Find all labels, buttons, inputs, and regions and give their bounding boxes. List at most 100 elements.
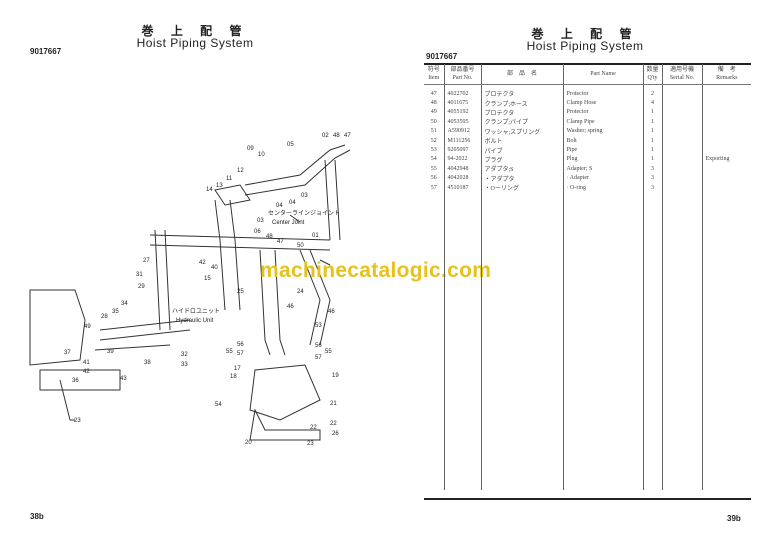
table-cell xyxy=(701,173,751,183)
table-cell: A590912 xyxy=(443,126,481,136)
callout-number: 42 xyxy=(83,369,90,375)
table-cell: 4 xyxy=(642,98,663,108)
table-cell xyxy=(661,126,703,136)
table-cell: 1 xyxy=(642,107,663,118)
header-jp: 部品番号 xyxy=(450,67,475,73)
table-cell: Pipe xyxy=(562,145,643,155)
table-cell: 54 xyxy=(430,156,437,163)
header-en: Part No. xyxy=(452,75,473,81)
table-cell xyxy=(661,164,703,174)
callout-number: 55 xyxy=(325,349,332,355)
leader-line xyxy=(289,214,331,266)
column-header: Part Name xyxy=(562,64,643,85)
left-page-number: 38b xyxy=(30,512,44,521)
table-cell: 47 xyxy=(430,90,437,97)
table-cell: 3 xyxy=(642,173,663,183)
table-cell xyxy=(701,145,751,155)
table-cell: Adapter; S xyxy=(562,164,643,174)
callout-number: 32 xyxy=(181,352,188,358)
table-cell: Washer; spring xyxy=(562,126,643,136)
callout-number: 15 xyxy=(204,276,211,282)
callout-number: 54 xyxy=(215,402,222,408)
callout-number: 49 xyxy=(84,324,91,330)
callout-number: 37 xyxy=(64,350,71,356)
right-page-number: 39b xyxy=(727,514,741,523)
table-cell: プロテクタ xyxy=(480,107,563,118)
callout-number: 01 xyxy=(312,233,319,239)
table-cell: 50 xyxy=(430,118,437,125)
header-jp: 適用号機 xyxy=(670,67,695,73)
callout-number: 17 xyxy=(234,366,241,372)
table-cell xyxy=(661,173,703,183)
table-cell xyxy=(701,135,751,146)
callout-number: 06 xyxy=(254,229,261,235)
table-bottom-rule xyxy=(424,498,751,500)
callout-number: 11 xyxy=(226,176,233,182)
table-cell xyxy=(661,117,703,127)
callout-number: 35 xyxy=(112,309,119,315)
table-cell xyxy=(480,192,563,491)
table-cell: 48 xyxy=(430,100,437,107)
watermark: machinecatalogic.com xyxy=(260,259,492,282)
table-cell xyxy=(424,192,444,490)
header-en: Q'ty xyxy=(647,75,658,81)
table-cell: 1 xyxy=(642,145,663,155)
callout-number: 25 xyxy=(237,289,244,295)
callout-number: 50 xyxy=(297,243,304,249)
table-cell: 55 xyxy=(430,165,437,172)
table-cell: Clamp Pipe xyxy=(562,117,643,127)
table-cell xyxy=(701,192,751,491)
callout-number: 02 xyxy=(322,133,329,139)
pipe-run xyxy=(149,229,331,331)
callout-number: 40 xyxy=(211,265,218,271)
note-center-joint-en: Center Joint xyxy=(272,220,305,226)
table-cell xyxy=(701,126,751,136)
table-cell xyxy=(661,84,703,99)
table-cell xyxy=(642,192,663,491)
callout-number: 36 xyxy=(72,378,79,384)
table-cell: 57 xyxy=(430,184,437,191)
table-cell: 1 xyxy=(642,117,663,127)
table-cell xyxy=(661,192,703,491)
valve-bracket xyxy=(249,408,321,441)
callout-number: 18 xyxy=(230,374,237,380)
table-cell: クランプ;ホース xyxy=(480,98,563,108)
note-center-joint-jp: センターラインジョイント xyxy=(268,211,341,217)
callout-number: 23 xyxy=(307,441,314,447)
frame-leg xyxy=(59,379,75,421)
table-cell: Plug xyxy=(562,154,643,165)
table-cell xyxy=(701,117,751,127)
callout-number: 13 xyxy=(216,183,223,189)
callout-number: 33 xyxy=(181,362,188,368)
callout-number: 04 xyxy=(276,203,283,209)
right-title-en: Hoist Piping System xyxy=(526,39,644,53)
header-jp: 部 品 名 xyxy=(506,71,537,77)
frame-bracket xyxy=(39,369,121,391)
table-cell: 53 xyxy=(430,147,437,154)
callout-number: 53 xyxy=(315,323,322,329)
table-cell xyxy=(661,98,703,108)
callout-number: 41 xyxy=(83,360,90,366)
left-code: 9017667 xyxy=(30,47,62,56)
column-header: 部品番号 Part No. xyxy=(443,64,481,85)
table-cell xyxy=(443,192,481,491)
table-filler-row xyxy=(424,192,751,491)
callout-number: 03 xyxy=(301,193,308,199)
callout-number: 26 xyxy=(332,431,339,437)
callout-number: 24 xyxy=(297,289,304,295)
table-cell xyxy=(661,135,703,146)
callout-number: 19 xyxy=(332,373,339,379)
table-cell: 51 xyxy=(430,128,437,135)
header-jp: 数量 xyxy=(646,67,659,73)
table-cell: 4022702 xyxy=(443,84,481,99)
callout-number: 46 xyxy=(328,309,335,315)
header-en: Part Name xyxy=(590,71,616,77)
table-cell: Bolt xyxy=(562,135,643,146)
table-cell: クランプ;パイプ xyxy=(480,117,563,127)
callout-number: 10 xyxy=(258,152,265,158)
valve-block xyxy=(249,364,321,421)
